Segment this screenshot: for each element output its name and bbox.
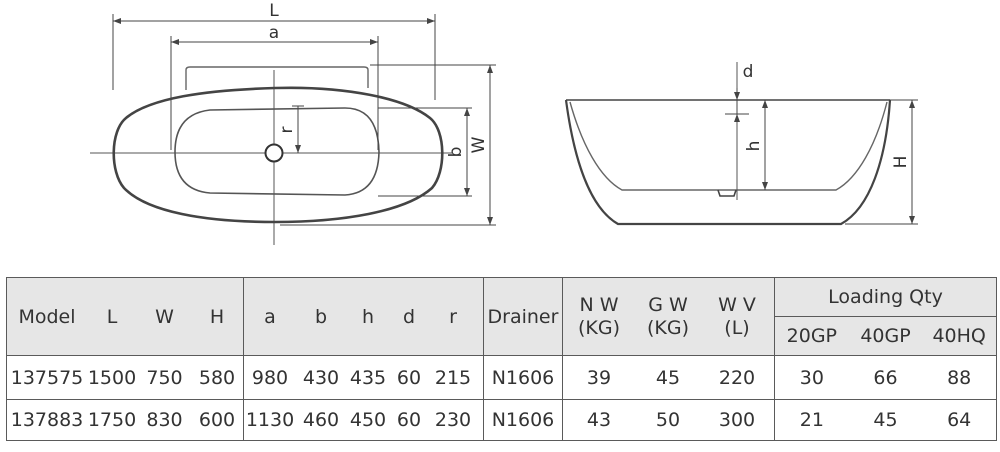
header-weights: N W(KG) G W(KG) W V(L) [562, 277, 775, 356]
cell-d: 60 [396, 409, 422, 431]
label-L: L [269, 1, 279, 21]
cell-a: 1130 [245, 409, 295, 431]
cell-h: 450 [349, 409, 387, 431]
cell-L: 1750 [87, 409, 137, 431]
drain-icon [264, 143, 284, 163]
header-drainer: Drainer [483, 277, 563, 356]
cell-net-weight: 39 [586, 366, 612, 389]
label-r: r [277, 127, 297, 134]
header-net-weight: N W(KG) [577, 293, 620, 339]
arrow-icon [909, 216, 915, 224]
arrow-icon [487, 65, 493, 73]
arrow-icon [113, 18, 121, 24]
arrow-icon [762, 182, 768, 190]
cell-40gp: 66 [873, 366, 898, 389]
header-W: W [155, 305, 174, 328]
drain-icon [717, 189, 737, 197]
arrow-icon [909, 100, 915, 108]
cell-volume: 220 [718, 366, 756, 389]
cell-h: 435 [349, 366, 387, 389]
cell-volume: 300 [718, 409, 756, 431]
tub-inner-basin [174, 107, 380, 196]
cell-40hq: 88 [947, 366, 972, 389]
technical-drawings: L a r b W [90, 1, 918, 245]
spec-table-header-row: Model L W H a b h d r Drainer N W(KG) [6, 277, 997, 356]
arrow-icon [734, 114, 740, 122]
side-view: d h H [564, 62, 918, 226]
cell-H: 600 [198, 409, 236, 431]
cell-H: 580 [198, 366, 236, 389]
header-h: h [361, 305, 375, 328]
tub-outer-outline [112, 86, 444, 224]
header-H: H [209, 305, 225, 328]
header-volume: W V(L) [718, 293, 756, 339]
arrow-icon [762, 100, 768, 108]
header-a: a [264, 305, 276, 328]
table-row: 137883 1750 830 600 1130 460 450 60 230 … [6, 399, 997, 441]
cell-net-weight: 43 [586, 409, 612, 431]
header-model: Model [18, 305, 76, 328]
cell-model: 137883 [10, 409, 84, 431]
header-detail-dimensions: a b h d r [243, 277, 484, 356]
arrow-icon [171, 39, 179, 45]
arrow-icon [487, 217, 493, 225]
header-20gp: 20GP [786, 325, 838, 347]
cell-drainer: N1606 [483, 399, 563, 441]
cell-b: 430 [302, 366, 340, 389]
label-H: H [891, 156, 911, 169]
tub-side-inner-wall [569, 101, 888, 191]
header-40hq: 40HQ [932, 325, 986, 347]
cell-20gp: 21 [799, 409, 824, 431]
cell-a: 980 [251, 366, 289, 389]
cell-20gp: 30 [799, 366, 824, 389]
label-b: b [446, 147, 466, 158]
cell-r: 215 [434, 366, 472, 389]
arrow-icon [464, 108, 470, 116]
header-40gp: 40GP [860, 325, 911, 347]
cell-W: 750 [146, 366, 183, 389]
cell-b: 460 [302, 409, 340, 431]
label-d: d [743, 62, 754, 82]
header-main-dimensions: Model L W H [6, 277, 244, 356]
arrow-icon [464, 188, 470, 196]
label-W: W [469, 136, 489, 153]
cell-r: 230 [434, 409, 472, 431]
arrow-icon [427, 18, 435, 24]
cell-gross-weight: 50 [655, 409, 681, 431]
cell-drainer: N1606 [483, 355, 563, 400]
arrow-icon [370, 39, 378, 45]
cell-40hq: 64 [947, 409, 972, 431]
cell-W: 830 [146, 409, 183, 431]
tub-side-outer-shell [564, 99, 892, 226]
header-loading-title: Loading Qty [775, 278, 996, 317]
spec-table: Model L W H a b h d r Drainer N W(KG) [6, 277, 997, 441]
cell-model: 137575 [10, 366, 84, 389]
header-r: r [449, 305, 457, 328]
header-gross-weight: G W(KG) [646, 293, 689, 339]
label-a: a [269, 23, 279, 43]
cell-40gp: 45 [873, 409, 898, 431]
label-h: h [744, 141, 764, 152]
arrow-icon [295, 145, 301, 153]
table-row: 137575 1500 750 580 980 430 435 60 215 N… [6, 355, 997, 400]
header-b: b [314, 305, 328, 328]
arrow-icon [734, 92, 740, 100]
cell-d: 60 [396, 366, 422, 389]
cell-L: 1500 [87, 366, 137, 389]
tub-rim-tab [185, 66, 369, 90]
header-loading-qty: Loading Qty 20GP 40GP 40HQ [774, 277, 997, 356]
top-view: L a r b W [90, 1, 496, 245]
header-L: L [106, 305, 118, 328]
header-d: d [402, 305, 416, 328]
cell-gross-weight: 45 [655, 366, 681, 389]
